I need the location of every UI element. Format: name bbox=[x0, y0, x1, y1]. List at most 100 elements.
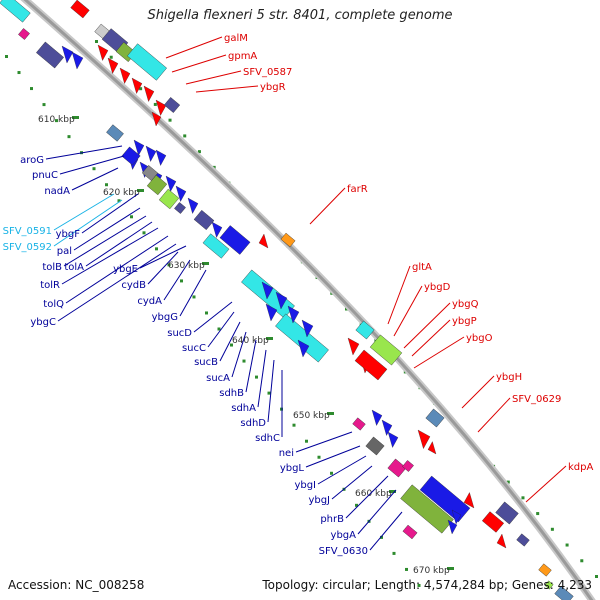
gene-arrow bbox=[71, 51, 84, 70]
gene-arrow bbox=[371, 409, 383, 426]
gene-leader-line bbox=[61, 227, 159, 285]
gene-leader-line bbox=[139, 245, 187, 269]
gene-arrow bbox=[261, 281, 274, 300]
gene-label: gpmA bbox=[228, 51, 257, 62]
gene-leader-line bbox=[413, 336, 465, 369]
gene-label: ybgG bbox=[152, 312, 178, 323]
gene-arrow bbox=[145, 145, 157, 162]
gene-leader-line bbox=[369, 511, 403, 551]
inner-dot bbox=[192, 295, 196, 299]
tick-label: 650 kbp bbox=[293, 411, 330, 421]
inner-dot bbox=[305, 439, 308, 443]
gene-arrow bbox=[287, 305, 300, 324]
inner-dot bbox=[255, 375, 258, 379]
gene-label: ybgE bbox=[113, 264, 138, 275]
gene-block bbox=[127, 43, 167, 81]
gene-label: ybgJ bbox=[308, 495, 330, 506]
tick-label: 610 kbp bbox=[38, 115, 75, 125]
gene-leader-line bbox=[179, 269, 207, 317]
gene-label: ybgD bbox=[424, 282, 451, 293]
gene-label: sucD bbox=[167, 328, 192, 339]
gene-leader-line bbox=[71, 167, 119, 191]
gene-block bbox=[18, 28, 30, 40]
gene-leader-line bbox=[65, 235, 169, 304]
gene-leader-line bbox=[59, 155, 125, 175]
gene-leader-line bbox=[163, 259, 191, 301]
inner-dot bbox=[55, 119, 58, 123]
inner-dot bbox=[292, 423, 296, 427]
gene-block bbox=[516, 533, 530, 547]
gene-arrow bbox=[347, 337, 360, 356]
gene-arrow bbox=[381, 419, 393, 436]
gene-block bbox=[106, 124, 124, 142]
gene-block bbox=[0, 0, 31, 23]
gene-leader-line bbox=[461, 375, 495, 409]
gene-label: ybgR bbox=[260, 82, 286, 93]
outer-dot bbox=[183, 134, 187, 138]
gene-label: pnuC bbox=[32, 170, 58, 181]
tick-mark bbox=[72, 116, 79, 119]
gene-block bbox=[174, 202, 186, 214]
gene-block bbox=[280, 232, 296, 248]
gene-label: cydA bbox=[137, 296, 162, 307]
inner-dot bbox=[355, 503, 358, 507]
outer-dot bbox=[595, 575, 598, 578]
outer-dot bbox=[153, 102, 157, 106]
gene-leader-line bbox=[53, 193, 115, 231]
inner-dot bbox=[92, 167, 96, 171]
inner-dot bbox=[155, 247, 158, 251]
gene-block bbox=[402, 524, 418, 540]
gene-block bbox=[193, 209, 215, 231]
tick-label: 620 kbp bbox=[103, 188, 140, 198]
gene-block bbox=[538, 563, 552, 577]
gene-leader-line bbox=[317, 455, 367, 485]
gene-leader-line bbox=[345, 475, 389, 519]
gene-leader-line bbox=[267, 359, 275, 423]
gene-label: farR bbox=[347, 184, 368, 195]
inner-dot bbox=[330, 471, 333, 475]
gene-block bbox=[219, 225, 251, 255]
tick-mark bbox=[202, 262, 209, 265]
gene-label: tolA bbox=[64, 262, 84, 273]
gene-label: sdhA bbox=[231, 403, 256, 414]
tick-label: 670 kbp bbox=[413, 566, 450, 576]
gene-leader-line bbox=[477, 397, 511, 433]
gene-arrow bbox=[155, 99, 167, 116]
gene-arrow bbox=[175, 185, 187, 202]
inner-dot bbox=[205, 311, 208, 315]
gene-label: sucA bbox=[206, 373, 230, 384]
gene-label: ybgF bbox=[56, 229, 81, 240]
outer-dot bbox=[197, 150, 201, 154]
gene-leader-line bbox=[73, 207, 141, 251]
gene-block bbox=[355, 320, 375, 340]
gene-block bbox=[36, 41, 64, 69]
gene-leader-line bbox=[193, 301, 233, 333]
genome-stats-text: Topology: circular; Length: 4,574,284 bp… bbox=[262, 578, 592, 592]
gene-leader-line bbox=[85, 221, 153, 267]
inner-dot bbox=[67, 135, 71, 139]
outer-dot bbox=[550, 527, 554, 531]
gene-label: tolB bbox=[42, 262, 62, 273]
gene-arrow bbox=[187, 197, 199, 214]
inner-dot bbox=[317, 455, 321, 459]
gene-arrow bbox=[275, 291, 288, 310]
gene-label: ybgH bbox=[496, 372, 522, 383]
gene-label: tolR bbox=[40, 280, 60, 291]
genome-backbone bbox=[20, 0, 596, 600]
gene-label: SFV_0630 bbox=[319, 546, 368, 557]
gene-arrow bbox=[211, 221, 223, 238]
outer-dot bbox=[580, 559, 584, 563]
gene-label: sdhC bbox=[255, 433, 280, 444]
gene-arrow bbox=[133, 139, 145, 156]
gene-arrow bbox=[265, 303, 278, 322]
gene-leader-line bbox=[393, 285, 423, 337]
backbone-line bbox=[23, 0, 594, 600]
gene-arrow bbox=[417, 429, 431, 449]
gene-label: ybgC bbox=[30, 317, 56, 328]
gene-arrow bbox=[301, 319, 314, 338]
tick-label: 660 kbp bbox=[355, 489, 392, 499]
gene-arrow bbox=[97, 44, 109, 61]
inner-dot bbox=[180, 279, 183, 283]
gene-block bbox=[158, 188, 180, 210]
